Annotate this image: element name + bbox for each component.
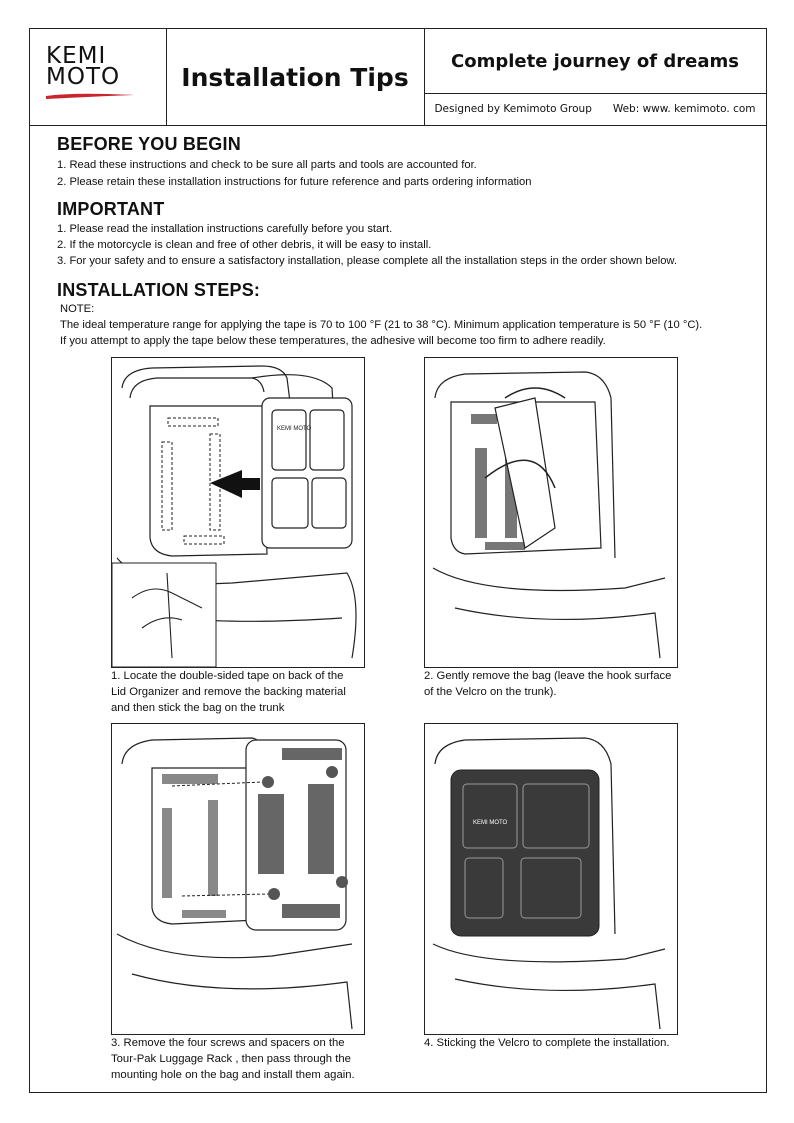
step-1-illustration: KEMI MOTO <box>111 357 365 668</box>
step-1-caption-line-3: and then stick the bag on the trunk <box>111 702 285 714</box>
designed-by: Designed by Kemimoto Group <box>434 103 592 115</box>
title-cell: Installation Tips <box>166 29 425 125</box>
before-item-2: 2. Please retain these installation inst… <box>57 176 532 188</box>
logo-line-1: KEMI <box>46 43 107 69</box>
logo-cell: KEMI MOTO <box>30 29 167 125</box>
tagline: Complete journey of dreams <box>451 50 739 72</box>
logo-swoosh-icon <box>46 93 134 99</box>
important-heading: IMPORTANT <box>57 199 165 219</box>
step-2-illustration <box>424 357 678 668</box>
before-item-1: 1. Read these instructions and check to … <box>57 159 477 171</box>
important-item-3: 3. For your safety and to ensure a satis… <box>57 255 678 267</box>
note-line-1: The ideal temperature range for applying… <box>60 319 703 331</box>
bag-logo: KEMI MOTO <box>277 426 312 432</box>
step-3-caption-line-3: mounting hole on the bag and install the… <box>111 1069 355 1081</box>
step-4-caption: 4. Sticking the Velcro to complete the i… <box>424 1035 670 1051</box>
step-1-caption-line-2: Lid Organizer and remove the backing mat… <box>111 686 346 698</box>
website-text: Web: www. kemimoto. com <box>612 103 756 115</box>
step-1-caption-line-1: 1. Locate the double-sided tape on back … <box>111 670 344 682</box>
note-label: NOTE: <box>60 303 95 315</box>
brand-logo: KEMI MOTO <box>46 43 121 90</box>
step-2-caption-line-2: of the Velcro on the trunk). <box>424 686 557 698</box>
credits: Designed by Kemimoto Group Web: www. kem… <box>424 93 766 125</box>
step-3-caption-line-1: 3. Remove the four screws and spacers on… <box>111 1037 345 1049</box>
page-frame: KEMI MOTO Installation Tips Complete jou… <box>29 28 767 1093</box>
step-2-caption-line-1: 2. Gently remove the bag (leave the hook… <box>424 670 672 682</box>
step-4-illustration: KEMI MOTO <box>424 723 678 1035</box>
important-item-2: 2. If the motorcycle is clean and free o… <box>57 239 432 251</box>
bag-logo-dark: KEMI MOTO <box>473 820 508 826</box>
page-title: Installation Tips <box>181 62 409 92</box>
note-line-2: If you attempt to apply the tape below t… <box>60 335 606 347</box>
steps-heading: INSTALLATION STEPS: <box>57 280 261 300</box>
header: KEMI MOTO Installation Tips Complete jou… <box>30 29 766 126</box>
step-2-caption: 2. Gently remove the bag (leave the hook… <box>424 668 671 700</box>
step-3-caption: 3. Remove the four screws and spacers on… <box>111 1035 355 1083</box>
logo-line-2: MOTO <box>46 64 121 90</box>
tagline-cell: Complete journey of dreams <box>424 29 766 94</box>
step-1-caption: 1. Locate the double-sided tape on back … <box>111 668 346 716</box>
step-3-caption-line-2: Tour-Pak Luggage Rack , then pass throug… <box>111 1053 351 1065</box>
step-3-illustration <box>111 723 365 1035</box>
before-heading: BEFORE YOU BEGIN <box>57 134 241 154</box>
step-4-caption-line-1: 4. Sticking the Velcro to complete the i… <box>424 1037 670 1049</box>
important-item-1: 1. Please read the installation instruct… <box>57 223 393 235</box>
